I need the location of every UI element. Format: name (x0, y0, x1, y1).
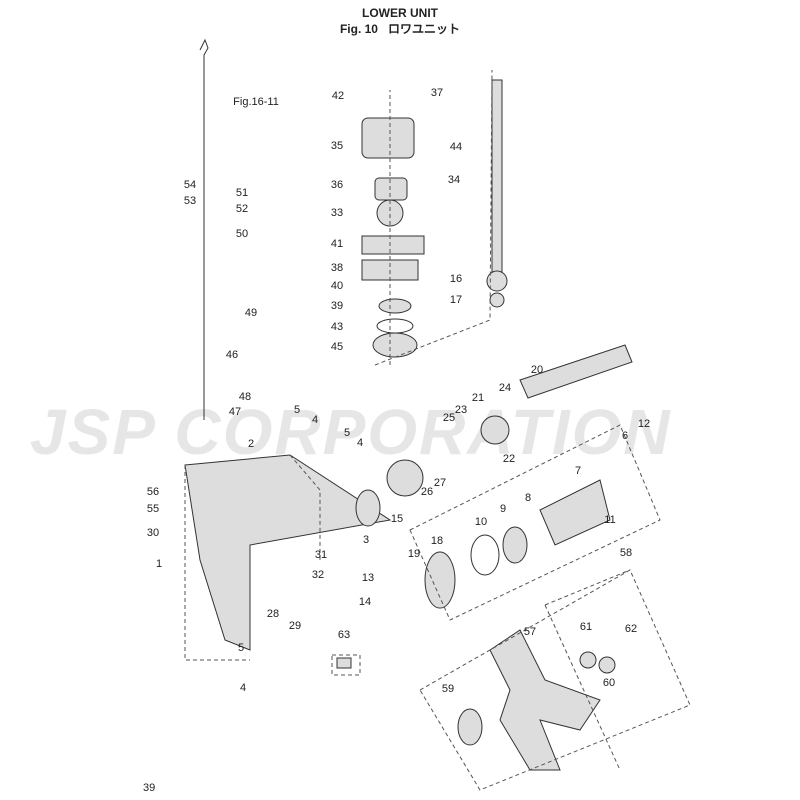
part-label: 25 (442, 412, 456, 424)
reverse-gear (386, 459, 424, 497)
nut (489, 292, 505, 308)
part-label: 4 (356, 437, 364, 449)
part-label: 56 (146, 486, 160, 498)
part-label: 57 (523, 626, 537, 638)
part-label: 9 (499, 503, 507, 515)
part-label: 5 (343, 427, 351, 439)
bearing (372, 332, 418, 358)
part-label: 46 (225, 349, 239, 361)
part-label: 63 (337, 629, 351, 641)
part-label: 33 (330, 207, 344, 219)
figure-number: Fig. 10 (339, 22, 378, 36)
part-label: 59 (441, 683, 455, 695)
dashed-outlines (184, 69, 691, 791)
drive-shaft (491, 79, 503, 281)
part-label: 52 (235, 203, 249, 215)
part-label: 22 (502, 453, 516, 465)
part-label: 11 (604, 514, 616, 526)
propeller-shaft (519, 344, 633, 399)
part-label: 16 (449, 273, 463, 285)
part-label: 43 (330, 321, 344, 333)
plate (361, 235, 425, 255)
o-ring (470, 534, 500, 576)
part-label: 29 (288, 620, 302, 632)
part-label: 58 (619, 547, 633, 559)
part-label: 62 (624, 623, 638, 635)
part-label: 32 (311, 569, 325, 581)
washer (579, 651, 597, 669)
part-label: 37 (430, 87, 444, 99)
part-label: 24 (498, 382, 512, 394)
part-label: 48 (238, 391, 252, 403)
pinion-gear (486, 270, 508, 292)
part-label: 53 (183, 195, 197, 207)
diagram-title: LOWER UNIT (362, 6, 438, 20)
part-label: 18 (430, 535, 444, 547)
figure-name-jp: ロワユニット (388, 22, 461, 36)
part-label: 28 (266, 608, 280, 620)
part-label: 50 (235, 228, 249, 240)
part-label: 3 (362, 534, 370, 546)
part-label: 54 (183, 179, 197, 191)
part-label: 15 (390, 513, 404, 525)
part-label: 10 (474, 516, 488, 528)
figure-title: Fig. 10 ロワユニット (0, 20, 800, 37)
part-label: 26 (420, 486, 434, 498)
clutch-dog (480, 415, 510, 445)
part-label: 20 (530, 364, 544, 376)
part-label: 5 (237, 642, 245, 654)
part-label: 6 (621, 430, 629, 442)
part-label: 23 (454, 404, 468, 416)
bearing-9 (502, 526, 528, 564)
page-number: 39 (143, 782, 156, 794)
part-label: 55 (146, 503, 160, 515)
part-label: 17 (449, 294, 463, 306)
part-label: 42 (331, 90, 345, 102)
part-label: 1 (155, 558, 163, 570)
shift-rod (199, 38, 209, 420)
part-label: 30 (146, 527, 160, 539)
reference-label: Fig.16-11 (233, 96, 279, 108)
part-label: 51 (235, 187, 249, 199)
part-label: 13 (361, 572, 375, 584)
part-label: 35 (330, 140, 344, 152)
gear-case (184, 454, 392, 651)
part-label: 12 (637, 418, 651, 430)
bearing-housing (539, 479, 611, 546)
part-label: 40 (330, 280, 344, 292)
part-label: 19 (407, 548, 421, 560)
spacer (457, 708, 483, 746)
part-label: 34 (447, 174, 461, 186)
part-label: 45 (330, 341, 344, 353)
ring (376, 318, 414, 334)
prop-nut (598, 656, 616, 674)
anode (336, 657, 352, 669)
part-label: 47 (228, 406, 242, 418)
part-label: 8 (524, 492, 532, 504)
impeller-cup (374, 177, 408, 201)
part-label: 31 (314, 549, 328, 561)
part-label: 61 (579, 621, 593, 633)
forward-gear (424, 551, 456, 609)
part-label: 44 (449, 141, 463, 153)
part-label: 14 (358, 596, 372, 608)
part-label: 36 (330, 179, 344, 191)
part-label: 27 (433, 477, 447, 489)
part-label: 60 (602, 677, 616, 689)
part-label: 39 (330, 300, 344, 312)
propeller (489, 629, 601, 771)
part-label: 41 (330, 238, 344, 250)
seal (378, 298, 412, 314)
part-label: 38 (330, 262, 344, 274)
water-pump-housing (361, 117, 415, 159)
watermark: JSP CORPORATION (30, 396, 672, 468)
part-label: 4 (311, 414, 319, 426)
bearing-3 (355, 489, 381, 527)
part-label: 21 (471, 392, 485, 404)
part-label: 7 (574, 465, 582, 477)
part-label: 2 (247, 438, 255, 450)
part-label: 49 (244, 307, 258, 319)
part-label: 4 (239, 682, 247, 694)
part-label: 5 (293, 404, 301, 416)
